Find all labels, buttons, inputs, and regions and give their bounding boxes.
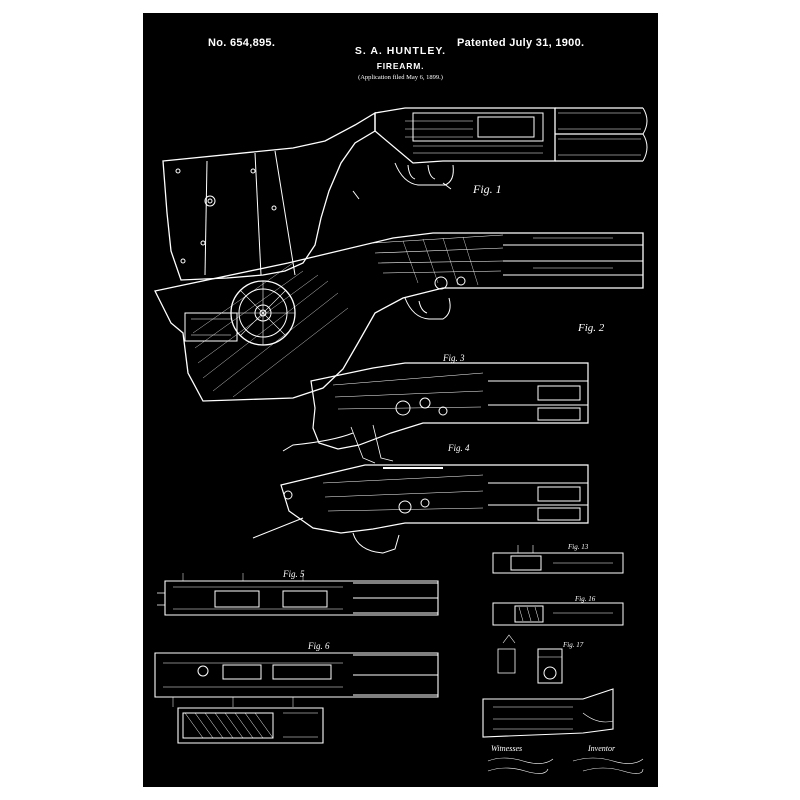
fig-4-label: Fig. 4 bbox=[447, 443, 470, 453]
figure-7-section bbox=[177, 707, 324, 744]
fig-17-label: Fig. 17 bbox=[562, 641, 584, 649]
fig-5-label: Fig. 5 bbox=[282, 569, 305, 579]
fig-3-label: Fig. 3 bbox=[442, 353, 465, 363]
fig-2-label: Fig. 2 bbox=[577, 322, 605, 334]
patent-subject: FIREARM. bbox=[376, 61, 425, 71]
fig-13-label: Fig. 13 bbox=[567, 543, 589, 551]
figure-receiver-detail bbox=[482, 688, 614, 738]
fig-16-label: Fig. 16 bbox=[574, 595, 596, 603]
figure-4-section bbox=[252, 464, 589, 554]
fig-1-label: Fig. 1 bbox=[472, 182, 502, 196]
figure-2-section bbox=[154, 232, 644, 402]
patent-number: No. 654,895. bbox=[208, 37, 276, 49]
witness-signatures bbox=[487, 757, 554, 774]
figure-16-detail bbox=[492, 602, 624, 626]
figure-3-section bbox=[282, 362, 589, 464]
fig-6-label: Fig. 6 bbox=[307, 641, 330, 651]
figure-6-section bbox=[154, 652, 439, 707]
figure-5-section bbox=[157, 573, 439, 616]
figure-1-rifle bbox=[162, 107, 648, 281]
patent-drawing: Fig. 1 Fig. 2 Fig. 3 Fig. 4 Fig. 5 Fig. … bbox=[154, 107, 648, 774]
figure-13-detail bbox=[492, 545, 624, 574]
inventor-signature bbox=[572, 757, 644, 774]
inventor-name: S. A. HUNTLEY. bbox=[354, 45, 447, 57]
filing-date: (Application filed May 6, 1899.) bbox=[358, 74, 443, 81]
figure-17-detail bbox=[497, 634, 563, 684]
inventor-label: Inventor bbox=[587, 744, 616, 753]
patent-poster: No. 654,895. Patented July 31, 1900. S. … bbox=[143, 13, 658, 787]
patent-date: Patented July 31, 1900. bbox=[457, 37, 585, 49]
witnesses-label: Witnesses bbox=[491, 744, 522, 753]
